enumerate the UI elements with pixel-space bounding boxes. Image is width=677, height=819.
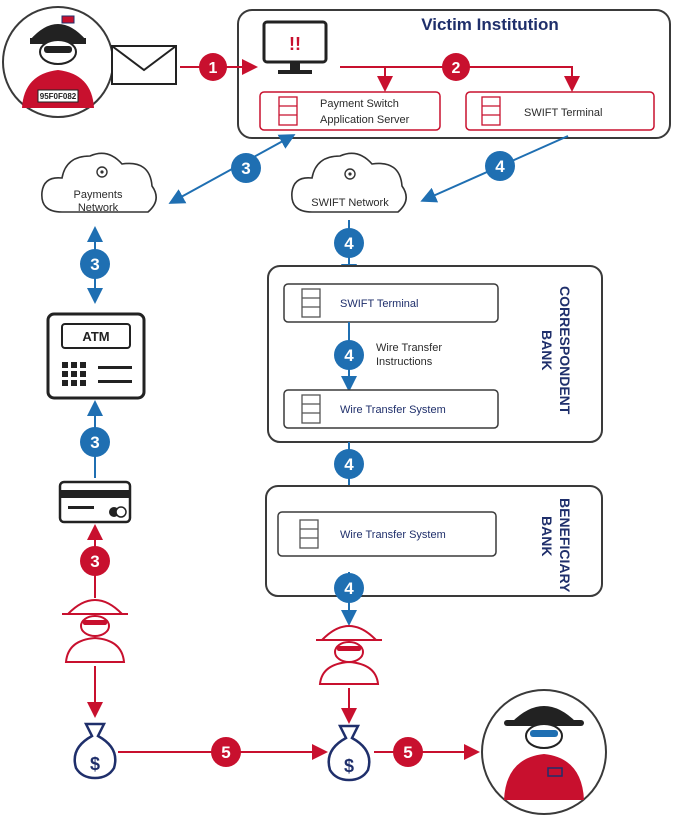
correspondent-bank-title-1: CORRESPONDENT — [557, 286, 573, 415]
step4-badge-beneficiary — [334, 449, 364, 479]
money-bag-center-icon: $ — [327, 724, 371, 782]
correspondent-wire-system-box — [283, 389, 499, 429]
atm-label: ATM — [82, 329, 109, 344]
step3-badge-mule-label: 3 — [90, 552, 99, 571]
victim-swift-terminal-box — [465, 91, 655, 131]
step3-badge-atm — [80, 249, 110, 279]
alert-monitor-icon — [262, 20, 328, 74]
correspondent-swift-terminal-label: SWIFT Terminal — [340, 298, 418, 310]
atm-icon — [46, 312, 146, 400]
step2-badge — [442, 53, 470, 81]
payment-switch-label-2: Application Server — [320, 114, 410, 126]
correspondent-bank-title-2: BANK — [539, 330, 555, 370]
payment-switch-box — [259, 91, 441, 131]
wire-instructions-label-2: Instructions — [376, 356, 433, 368]
wire-instructions-label-1: Wire Transfer — [376, 342, 442, 354]
server-icon — [301, 288, 321, 318]
payment-switch-label-1: Payment Switch — [320, 98, 399, 110]
step5-badge-left-label: 5 — [221, 743, 230, 762]
swift-network-label: SWIFT Network — [311, 197, 389, 209]
svg-text:$: $ — [90, 754, 100, 774]
step2-arrow-swift — [340, 66, 580, 92]
step3-badge-card — [80, 427, 110, 457]
beneficiary-wire-system-label: Wire Transfer System — [340, 529, 446, 541]
server-icon — [299, 519, 319, 549]
email-envelope-icon — [111, 45, 177, 85]
svg-text:$: $ — [344, 756, 354, 776]
correspondent-wire-system-label: Wire Transfer System — [340, 404, 446, 416]
server-icon — [481, 96, 501, 126]
alert-symbol: !! — [289, 34, 301, 54]
step3-badge-top — [231, 153, 261, 183]
money-bag-left-icon: $ — [73, 722, 117, 780]
step3-badge-mule — [80, 546, 110, 576]
hacker-destination-icon — [504, 706, 584, 800]
step3-badge-top-label: 3 — [241, 159, 250, 178]
server-icon — [301, 394, 321, 424]
step5-badge-right-label: 5 — [403, 743, 412, 762]
step4-badge-beneficiary-label: 4 — [344, 455, 354, 474]
step4-badge-mule — [334, 573, 364, 603]
hacker-icon — [22, 15, 94, 108]
server-icon — [278, 96, 298, 126]
money-mule-left-icon — [62, 599, 128, 663]
step4-badge-wire — [334, 340, 364, 370]
payments-network-label-2: Network — [78, 202, 119, 214]
payments-network-cloud — [41, 152, 157, 213]
money-mule-center-icon — [316, 625, 382, 685]
beneficiary-bank-title-2: BANK — [539, 516, 555, 556]
beneficiary-wire-system-box — [277, 511, 497, 557]
step4-badge-wire-label: 4 — [344, 346, 354, 365]
step3-badge-atm-label: 3 — [90, 255, 99, 274]
attacker-tag: 95F0F082 — [40, 92, 77, 101]
payments-network-label-1: Payments — [74, 189, 123, 201]
step1-badge — [199, 53, 227, 81]
correspondent-swift-terminal-box — [283, 283, 499, 323]
victim-swift-terminal-label: SWIFT Terminal — [524, 107, 602, 119]
step2-badge-label: 2 — [452, 60, 461, 77]
step4-badge-top-label: 4 — [495, 157, 505, 176]
step5-badge-left — [211, 737, 241, 767]
step4-badge-top — [485, 151, 515, 181]
gear-icon — [344, 168, 356, 180]
step4-badge-mule-label: 4 — [344, 579, 354, 598]
step5-badge-right — [393, 737, 423, 767]
victim-institution-title: Victim Institution — [421, 15, 559, 34]
gear-icon — [96, 166, 108, 178]
beneficiary-bank-title-1: BENEFICIARY — [557, 498, 573, 593]
step4-badge-swift — [334, 228, 364, 258]
bank-card-icon — [58, 480, 132, 524]
step1-badge-label: 1 — [209, 60, 218, 77]
step3-badge-card-label: 3 — [90, 433, 99, 452]
step4-badge-swift-label: 4 — [344, 234, 354, 253]
